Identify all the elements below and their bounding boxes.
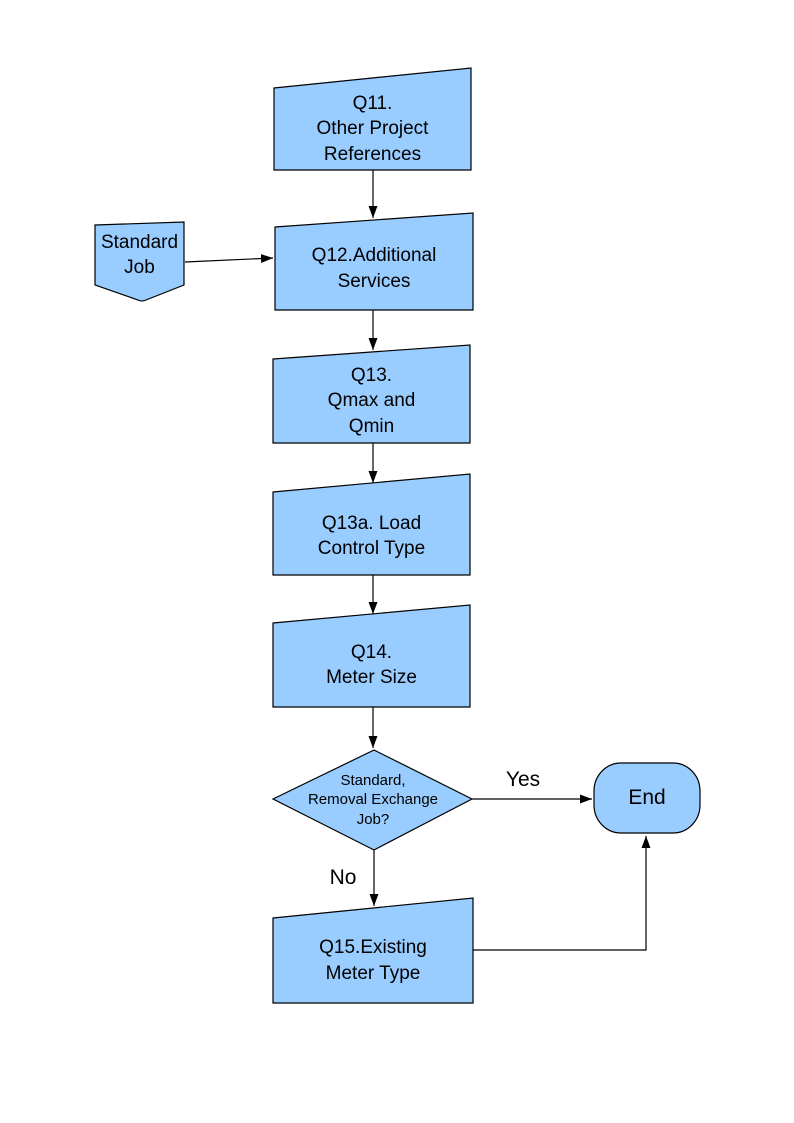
edge-label-yes: Yes <box>505 768 541 791</box>
node-decision-label: Standard, Removal Exchange Job? <box>307 771 439 828</box>
node-q15-shape <box>272 897 474 1004</box>
node-q13a-label: Q13a. Load Control Type <box>317 512 426 559</box>
arrow-standardjob-to-q12 <box>184 254 274 264</box>
node-q14-label: Q14. Meter Size <box>326 641 417 688</box>
node-q13-label: Q13. Qmax and Qmin <box>327 365 416 437</box>
node-q11-label: Q11. Other Project References <box>316 93 429 165</box>
node-q13-shape <box>272 344 471 444</box>
node-q13a-shape <box>272 473 471 576</box>
node-q14-shape <box>272 604 471 708</box>
node-end-label: End <box>628 786 666 810</box>
edge-label-no: No <box>329 866 357 889</box>
node-end-shape <box>593 762 701 834</box>
node-q12-label: Q12.Additional Services <box>311 245 437 292</box>
node-q11-shape <box>273 67 472 171</box>
arrow-q15-to-end <box>473 836 651 951</box>
node-q15-label: Q15.Existing Meter Type <box>319 937 427 984</box>
node-q12-shape <box>274 212 474 311</box>
node-standard-job-shape <box>94 221 185 302</box>
node-standard-job-label: Standard Job <box>100 231 179 278</box>
node-decision-shape <box>271 749 474 851</box>
